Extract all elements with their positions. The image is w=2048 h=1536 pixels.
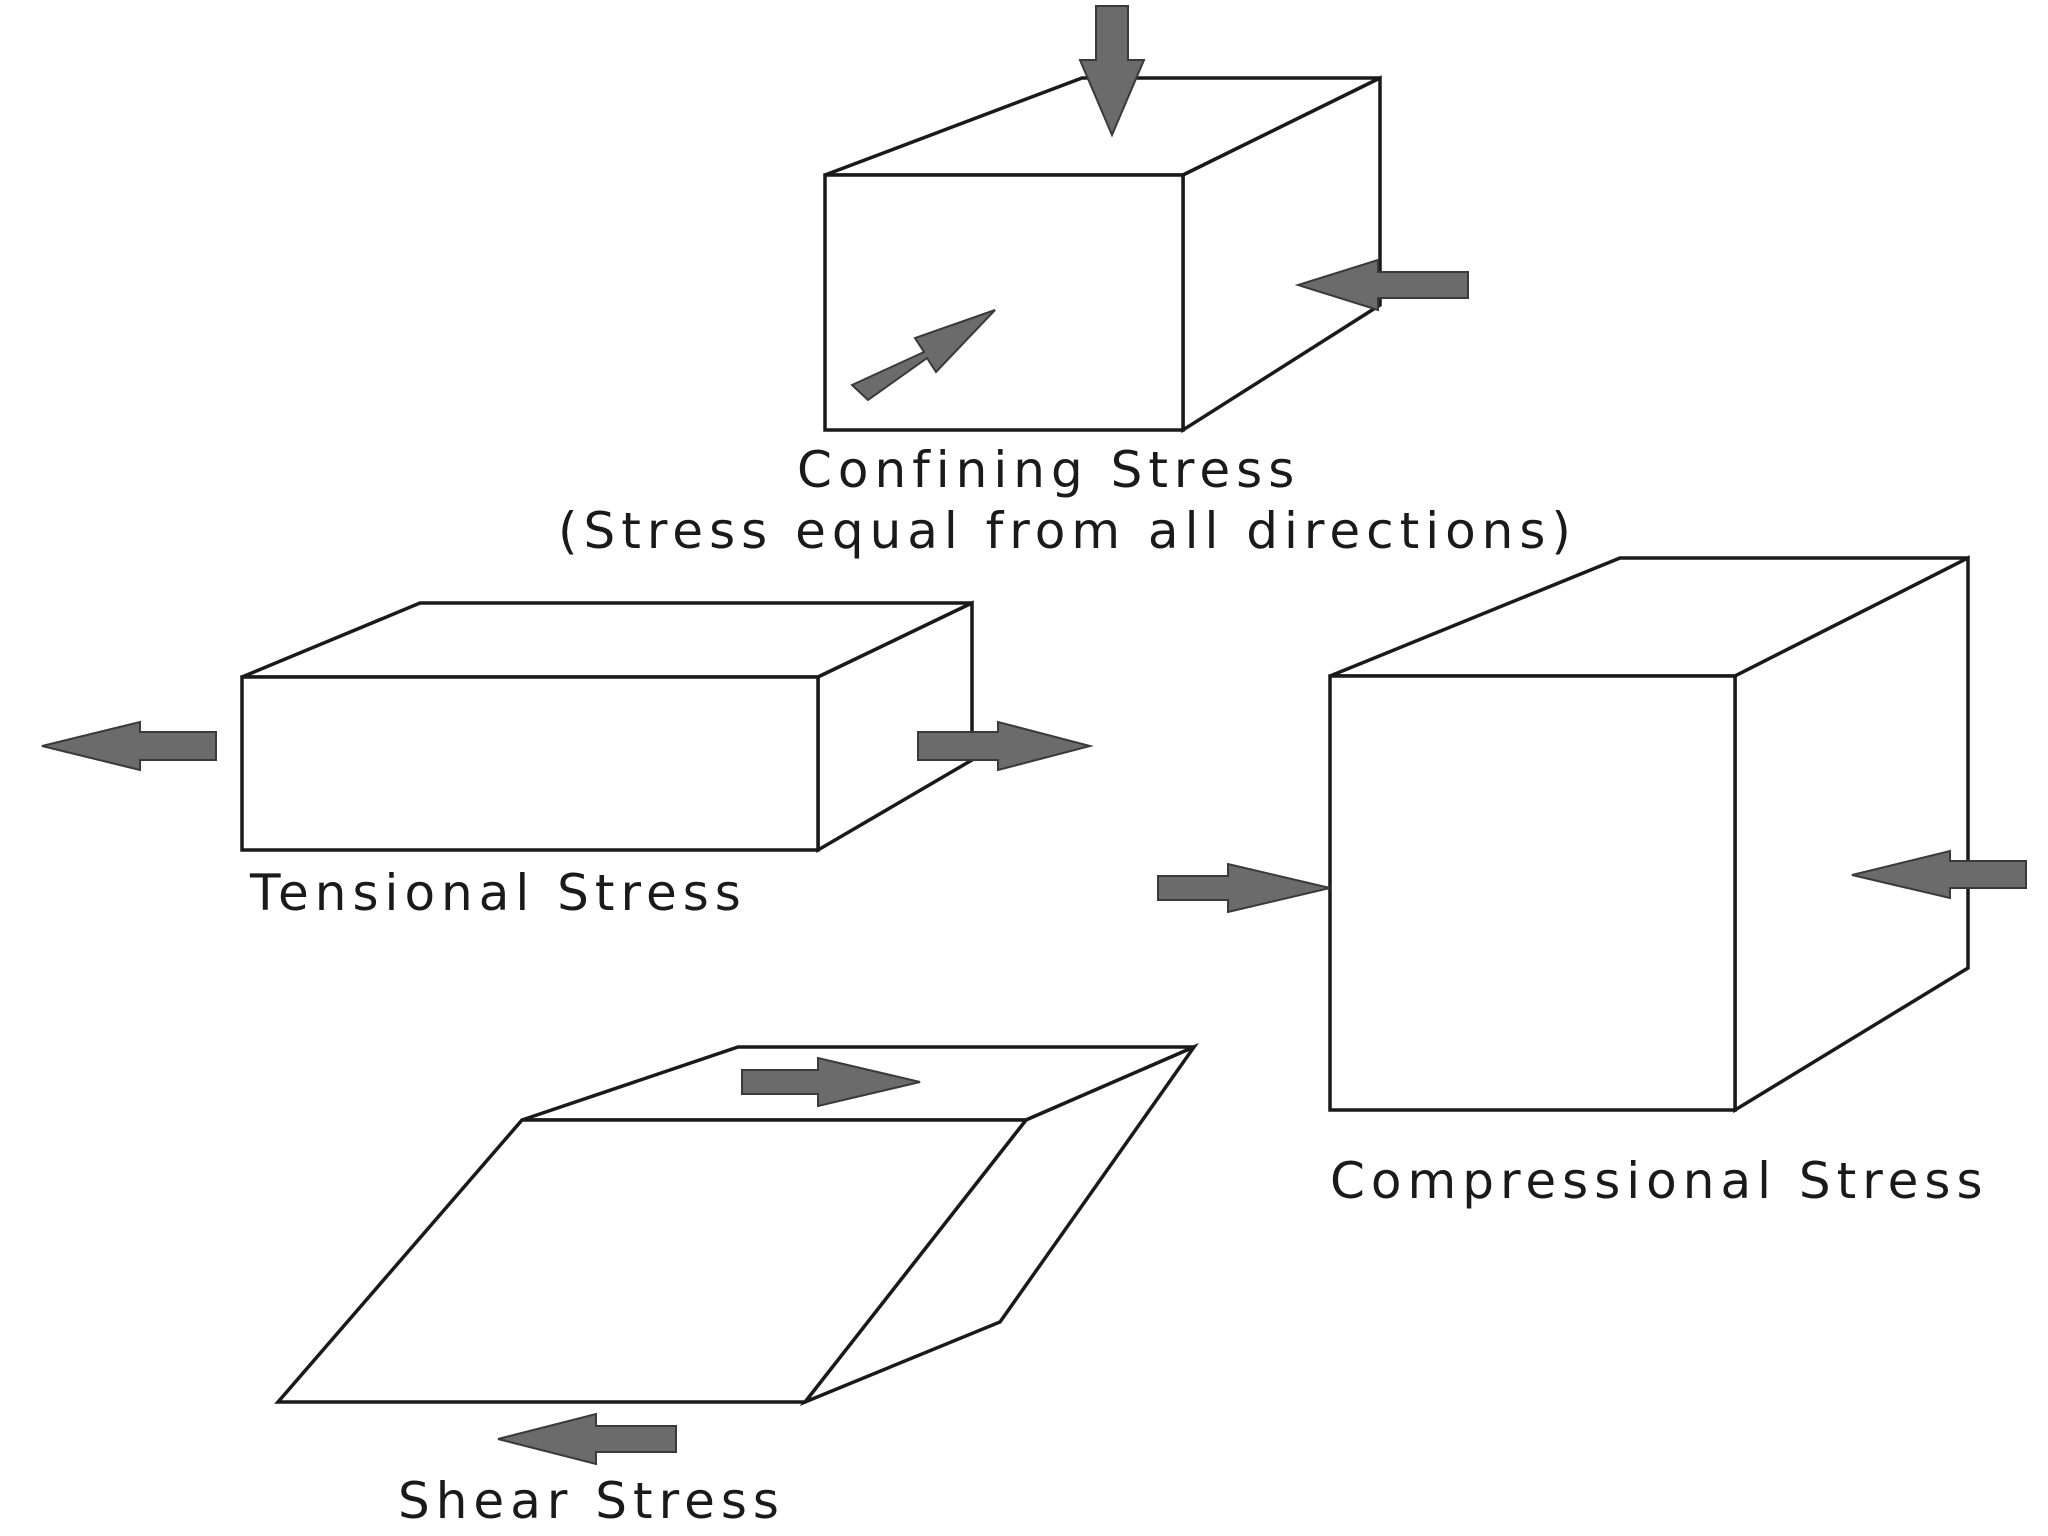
tensional-arrow-right-icon — [917, 720, 1094, 772]
shear-arrow-right-icon — [741, 1056, 921, 1108]
shear-arrow-left-icon — [497, 1412, 677, 1466]
tensional-stress-block: Tensional Stress — [41, 600, 1094, 922]
shear-block-front-face — [274, 1118, 1030, 1404]
confining-arrow-down-icon — [1078, 5, 1146, 138]
shear-stress-block: Shear Stress — [274, 1042, 1200, 1530]
compressional-arrow-left-icon — [1851, 849, 2027, 900]
compressional-cube-front-face — [1328, 674, 1737, 1112]
confining-arrow-diagonal-icon — [850, 309, 996, 402]
confining-arrow-left-icon — [1294, 258, 1469, 312]
compressional-stress-block: Compressional Stress — [1157, 555, 2027, 1210]
confining-stress-label: Confining Stress — [797, 441, 1300, 499]
confining-stress-note: (Stress equal from all directions) — [558, 502, 1577, 560]
tensional-stress-label: Tensional Stress — [249, 864, 747, 922]
shear-stress-label: Shear Stress — [398, 1472, 785, 1530]
compressional-arrow-right-icon — [1157, 862, 1331, 914]
compressional-stress-label: Compressional Stress — [1330, 1152, 1989, 1210]
tensional-block-front-face — [240, 675, 820, 852]
confining-stress-block: Confining Stress (Stress equal from all … — [558, 5, 1577, 560]
tensional-arrow-left-icon — [41, 720, 217, 772]
